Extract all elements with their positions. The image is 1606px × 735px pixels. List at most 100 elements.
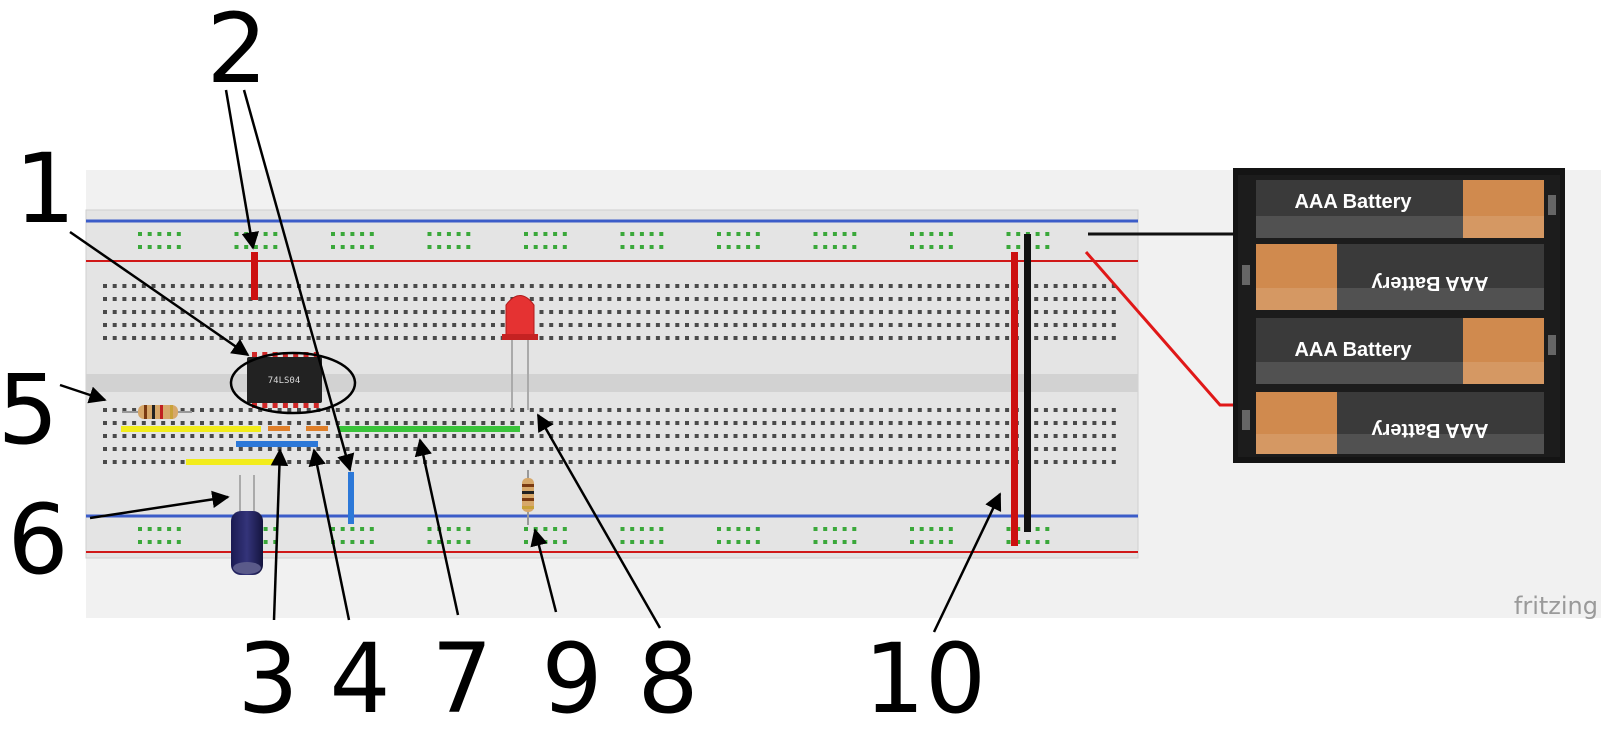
breadboard-hole	[717, 245, 721, 249]
breadboard-hole	[1045, 232, 1050, 236]
breadboard-hole	[466, 540, 471, 544]
breadboard-hole	[394, 460, 398, 464]
breadboard-hole	[1111, 336, 1116, 340]
breadboard-hole	[543, 540, 548, 544]
breadboard-hole	[427, 245, 432, 249]
breadboard-hole	[937, 297, 942, 301]
breadboard-hole	[157, 540, 162, 544]
breadboard-hole	[588, 297, 592, 301]
breadboard-hole	[461, 447, 466, 451]
breadboard-hole	[694, 460, 699, 464]
breadboard-hole	[413, 284, 418, 288]
breadboard-hole	[1063, 408, 1068, 412]
breadboard-hole	[549, 284, 554, 288]
breadboard-hole	[452, 421, 457, 425]
breadboard-hole	[170, 310, 175, 314]
breadboard-hole	[762, 297, 767, 301]
breadboard-hole	[568, 408, 573, 412]
breadboard-hole	[791, 421, 796, 425]
breadboard-hole	[685, 310, 689, 314]
breadboard-hole	[360, 232, 365, 236]
breadboard-hole	[879, 310, 883, 314]
breadboard-hole	[675, 297, 680, 301]
breadboard-hole	[176, 540, 181, 544]
breadboard-hole	[529, 408, 534, 412]
breadboard-hole	[452, 310, 457, 314]
breadboard-hole	[772, 336, 777, 340]
breadboard-hole	[927, 460, 932, 464]
breadboard-hole	[432, 447, 437, 451]
breadboard-hole	[966, 460, 971, 464]
breadboard-hole	[995, 323, 1000, 327]
breadboard-hole	[782, 434, 786, 438]
breadboard-hole	[520, 284, 525, 288]
breadboard-hole	[180, 284, 185, 288]
breadboard-hole	[820, 408, 825, 412]
breadboard-hole	[617, 297, 622, 301]
breadboard-hole	[209, 408, 214, 412]
breadboard-hole	[432, 434, 437, 438]
breadboard-hole	[287, 447, 292, 451]
breadboard-hole	[752, 284, 757, 288]
breadboard-hole	[995, 460, 1000, 464]
breadboard-hole	[553, 245, 558, 249]
breadboard-hole	[655, 447, 660, 451]
breadboard-hole	[694, 297, 699, 301]
breadboard-hole	[655, 310, 660, 314]
breadboard-hole	[646, 447, 651, 451]
breadboard-hole	[685, 336, 689, 340]
breadboard-hole	[568, 460, 573, 464]
breadboard-hole	[791, 460, 796, 464]
breadboard-hole	[917, 434, 922, 438]
breadboard-hole	[946, 460, 951, 464]
breadboard-hole	[481, 408, 486, 412]
breadboard-hole	[446, 527, 451, 531]
breadboard-hole	[842, 245, 847, 249]
breadboard-hole	[452, 434, 457, 438]
breadboard-hole	[927, 297, 932, 301]
breadboard-hole	[917, 297, 922, 301]
breadboard-hole	[801, 460, 806, 464]
breadboard-hole	[733, 447, 738, 451]
breadboard-hole	[364, 323, 369, 327]
breadboard-hole	[432, 323, 437, 327]
breadboard-hole	[597, 460, 602, 464]
breadboard-hole	[167, 245, 172, 249]
breadboard-hole	[636, 284, 641, 288]
breadboard-hole	[588, 408, 592, 412]
breadboard-hole	[636, 447, 641, 451]
breadboard-hole	[1063, 310, 1068, 314]
breadboard-hole	[403, 297, 408, 301]
breadboard-hole	[335, 408, 340, 412]
breadboard-hole	[491, 447, 495, 451]
breadboard-hole	[746, 245, 751, 249]
breadboard-hole	[1034, 297, 1039, 301]
breadboard-hole	[558, 421, 563, 425]
breadboard-hole	[685, 447, 689, 451]
breadboard-hole	[823, 540, 828, 544]
breadboard-hole	[374, 434, 379, 438]
breadboard-hole	[491, 323, 495, 327]
breadboard-hole	[639, 232, 644, 236]
breadboard-hole	[985, 310, 990, 314]
breadboard-hole	[694, 336, 699, 340]
breadboard-hole	[238, 421, 243, 425]
breadboard-hole	[646, 434, 651, 438]
breadboard-hole	[306, 408, 311, 412]
breadboard-hole	[956, 336, 961, 340]
breadboard-hole	[161, 460, 166, 464]
breadboard-hole	[879, 460, 883, 464]
breadboard-hole	[1016, 527, 1021, 531]
breadboard-hole	[607, 408, 612, 412]
breadboard-hole	[617, 408, 622, 412]
breadboard-hole	[1053, 323, 1058, 327]
breadboard-hole	[929, 540, 934, 544]
breadboard-hole	[345, 408, 350, 412]
breadboard-hole	[248, 297, 253, 301]
breadboard-hole	[995, 408, 1000, 412]
breadboard-hole	[103, 421, 107, 425]
breadboard-hole	[413, 297, 418, 301]
breadboard-hole	[229, 323, 234, 327]
breadboard-hole	[248, 336, 253, 340]
fritzing-watermark: fritzing	[1514, 592, 1598, 620]
